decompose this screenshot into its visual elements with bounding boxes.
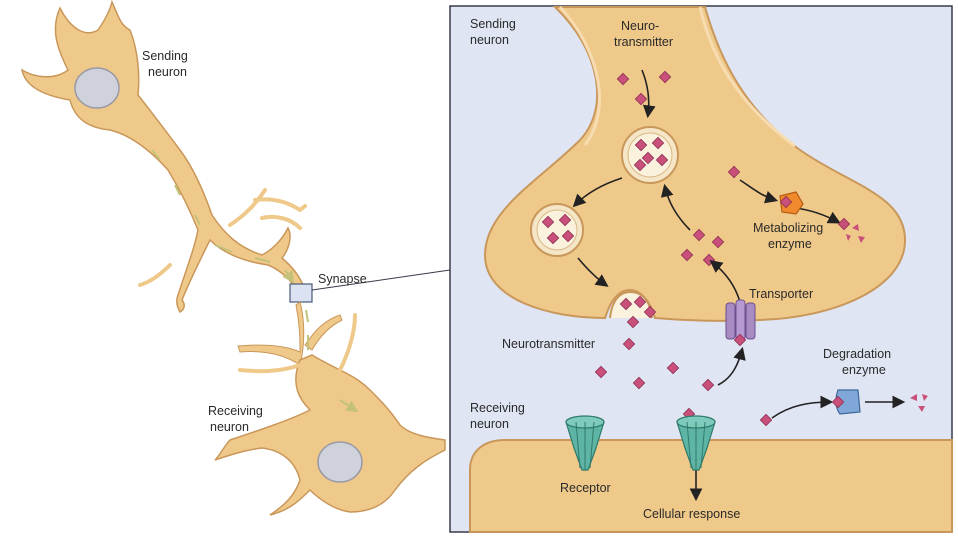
synapse-label: Synapse — [318, 272, 367, 286]
vesicle-top — [621, 126, 679, 184]
zoom-line — [311, 269, 451, 291]
cellular-response-label: Cellular response — [643, 507, 740, 521]
receptor-right — [676, 415, 716, 471]
metabolizing-enzyme-label-2: enzyme — [768, 237, 812, 251]
left-receiving-label-2: neuron — [210, 420, 249, 434]
receiving-neuron — [214, 301, 446, 516]
sending-nucleus — [74, 67, 120, 109]
inset-receiving-label-1: Receiving — [470, 401, 525, 415]
axon-terminal — [483, 6, 907, 322]
receiving-nucleus — [317, 441, 363, 483]
transporter — [725, 299, 756, 347]
degradation-enzyme — [831, 389, 861, 415]
inset-panel: Sending neuron Neuro- transmitter Metabo… — [449, 5, 953, 533]
synapse-box — [289, 283, 313, 303]
metabolizing-enzyme-label-1: Metabolizing — [753, 221, 823, 235]
vesicle-left — [530, 203, 584, 257]
left-sending-label-2: neuron — [148, 65, 187, 79]
neurotransmitter-cleft-label: Neurotransmitter — [502, 337, 595, 351]
inset-receiving-label-2: neuron — [470, 417, 509, 431]
inset-sending-label-1: Sending — [470, 17, 516, 31]
vesicle-fusing — [609, 290, 657, 319]
inset-sending-label-2: neuron — [470, 33, 509, 47]
metabolizing-enzyme — [779, 191, 804, 215]
left-sending-label-1: Sending — [142, 49, 188, 63]
receptor-left — [565, 415, 605, 471]
sending-neuron — [20, 0, 307, 313]
transporter-label: Transporter — [749, 287, 813, 301]
degradation-enzyme-label-1: Degradation — [823, 347, 891, 361]
neurotransmitter-top-label-2: transmitter — [614, 35, 673, 49]
left-receiving-label-1: Receiving — [208, 404, 263, 418]
receptor-label: Receptor — [560, 481, 611, 495]
degradation-enzyme-label-2: enzyme — [842, 363, 886, 377]
neurotransmitter-top-label-1: Neuro- — [621, 19, 659, 33]
